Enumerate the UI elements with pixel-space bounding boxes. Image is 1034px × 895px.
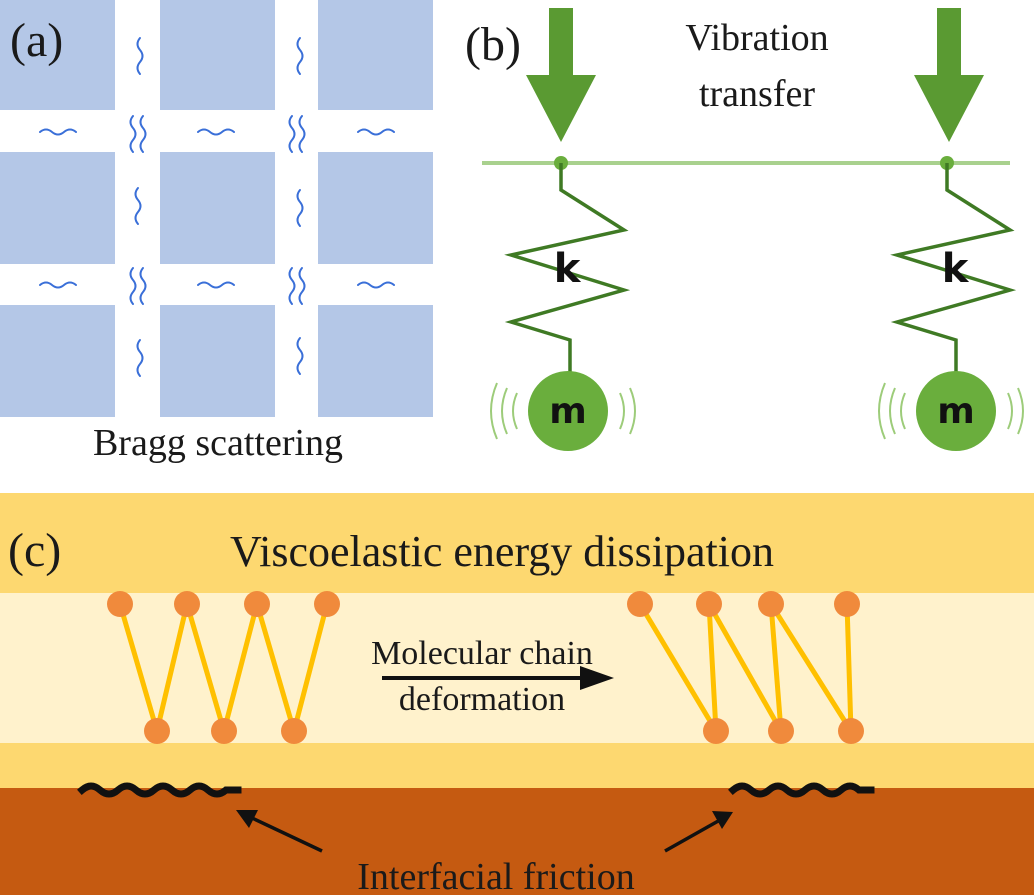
spring-label-right: k: [942, 246, 970, 292]
bragg-block-r1c2: [160, 0, 275, 110]
arrow-down-icon-left: [526, 8, 596, 142]
chain-nodes-deformed: [627, 591, 864, 744]
wave-horizontal: [39, 281, 77, 289]
lower-band: [0, 743, 1034, 788]
wave-vertical: [134, 187, 142, 225]
friction-pointer-left: [249, 815, 323, 853]
substrate: [0, 788, 1034, 895]
vibration-arcs-right: [878, 382, 1024, 440]
wave-horizontal: [39, 128, 77, 136]
bragg-block-r3c2: [160, 305, 275, 417]
panel-a-label: (a): [10, 14, 63, 67]
bragg-block-r2c1: [0, 152, 115, 264]
panel-c-label: (c): [8, 524, 61, 577]
wave-vertical: [136, 339, 144, 377]
wave-vertical: [298, 267, 306, 305]
panel-b: (b) Vibration transfer k k m m: [465, 8, 1024, 451]
bragg-block-r1c3: [318, 0, 433, 110]
wave-vertical: [136, 37, 144, 75]
wave-vertical: [288, 115, 296, 153]
friction-pointer-right: [664, 818, 721, 853]
mass-label-right: m: [937, 391, 975, 432]
deformation-label-line1: Molecular chain: [371, 635, 593, 672]
arrow-down-icon-right: [914, 8, 984, 142]
friction-interface-left: [77, 782, 242, 798]
wave-horizontal: [357, 128, 395, 136]
wave-vertical: [296, 37, 304, 75]
friction-interface-right: [728, 782, 875, 798]
panel-b-title-line2: transfer: [699, 73, 815, 115]
mass-right: [916, 371, 996, 451]
friction-pointer-right-head: [712, 811, 733, 829]
spring-label-left: k: [554, 246, 582, 292]
vibration-arcs-left: [490, 382, 636, 440]
wave-horizontal: [197, 128, 235, 136]
wave-horizontal: [197, 281, 235, 289]
bragg-block-r3c1: [0, 305, 115, 417]
spring-left: [504, 163, 631, 372]
mass-label-left: m: [549, 391, 587, 432]
wave-vertical: [288, 267, 296, 305]
wave-vertical: [296, 189, 304, 227]
wave-horizontal: [357, 281, 395, 289]
mass-left: [528, 371, 608, 451]
wave-vertical: [139, 115, 147, 153]
panel-c: (c) Viscoelastic energy dissipation Mole…: [0, 493, 1034, 895]
chain-nodes-relaxed: [107, 591, 340, 744]
panel-a-caption: Bragg scattering: [93, 422, 343, 464]
wave-vertical: [139, 267, 147, 305]
wave-vertical: [298, 115, 306, 153]
bragg-block-r2c2: [160, 152, 275, 264]
top-band: [0, 493, 1034, 593]
panel-b-label: (b): [465, 18, 521, 71]
bragg-block-r3c3: [318, 305, 433, 417]
wave-vertical: [129, 115, 137, 153]
friction-label: Interfacial friction: [357, 856, 634, 895]
bragg-block-r2c3: [318, 152, 433, 264]
panel-b-title-line1: Vibration: [685, 17, 828, 59]
deformation-label-line2: deformation: [399, 681, 565, 718]
panel-a: (a) Bragg scattering: [0, 0, 433, 464]
arrow-right-icon: [580, 666, 614, 690]
friction-pointer-left-head: [236, 810, 258, 828]
wave-vertical: [129, 267, 137, 305]
wave-vertical: [296, 337, 304, 375]
spring-right: [890, 163, 1017, 372]
panel-c-title: Viscoelastic energy dissipation: [230, 527, 774, 576]
